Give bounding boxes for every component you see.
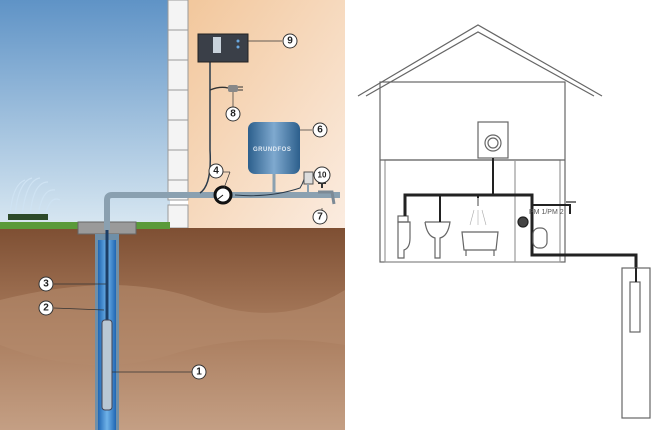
brick-wall [167,0,189,229]
pm-label: PM 1/PM 2 [529,209,564,216]
callout-label: 4 [213,166,219,177]
bathtub-icon [461,231,499,251]
callout-label: 7 [317,212,323,223]
callout-label: 8 [230,109,236,120]
main-pipe [104,192,340,230]
sink-icon [424,221,451,259]
callout-label: 10 [318,171,327,180]
right-house-diagram [357,24,651,419]
roof [357,24,603,97]
callout-label: 1 [196,367,202,378]
callout-1: 1 [191,364,207,380]
toilet-icon [397,221,411,259]
callout-8: 8 [225,106,241,122]
control-box [197,33,249,63]
cable [199,40,212,194]
callout-7: 7 [312,209,328,225]
soil-layer [0,285,345,366]
pressure-switch [303,171,314,185]
callout-6: 6 [312,122,328,138]
pm-controller-icon [517,216,529,228]
washing-machine-icon [477,121,509,159]
house-walls [379,81,566,263]
callout-label: 6 [317,125,323,136]
callout-2: 2 [38,300,54,316]
callout-10: 10 [313,166,331,184]
supply-pipe [403,193,638,268]
left-illustration: GRUNDFOS 1 2 3 4 6 7 8 9 10 [0,0,345,430]
callout-label: 2 [43,303,49,314]
expansion-tank-icon [532,227,548,249]
callout-label: 9 [287,36,293,47]
callout-3: 3 [38,276,54,292]
tap-icon [318,190,336,205]
tank-logo: GRUNDFOS [253,147,291,153]
callout-label: 3 [43,279,49,290]
submersible-pump [101,319,113,411]
callout-4: 4 [208,163,224,179]
sprinkler-icon [8,177,61,220]
callout-9: 9 [282,33,298,49]
pump-icon [629,281,641,333]
plug-icon [209,86,229,91]
pressure-tank [248,122,300,174]
callout-lines [53,40,323,373]
